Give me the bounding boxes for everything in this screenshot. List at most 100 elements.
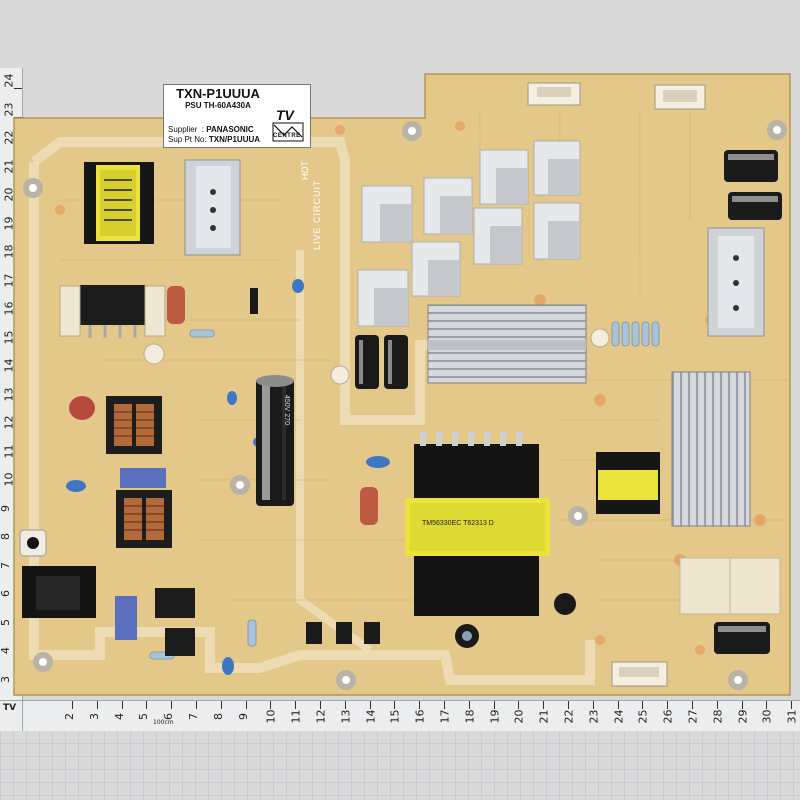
- tv-centre-logo-icon: [272, 122, 304, 142]
- grid-line: [0, 782, 800, 783]
- grid-line: [182, 700, 183, 800]
- grid-line: [403, 700, 404, 800]
- grid-line: [247, 700, 248, 800]
- grid-line: [390, 700, 391, 800]
- ruler-tick: [320, 701, 321, 709]
- ruler-tick: [220, 701, 222, 709]
- ruler-corner: TV: [0, 700, 23, 731]
- grid-line: [416, 700, 417, 800]
- grid-line: [767, 700, 768, 800]
- ruler-tick: [121, 701, 123, 709]
- grid-line: [156, 700, 157, 800]
- grid-line: [104, 700, 105, 800]
- ruler-tick: [493, 701, 495, 709]
- grid-line: [260, 700, 261, 800]
- capacitor-marking: 450V 270: [283, 395, 290, 425]
- part-label-title: TXN-P1UUUA: [176, 86, 260, 101]
- supplier-key: Supplier: [168, 125, 198, 134]
- grid-line: [91, 700, 92, 800]
- logo-tv-text: TV: [276, 107, 294, 123]
- ruler-unit: 100cm: [153, 719, 174, 726]
- grid-line: [13, 700, 14, 800]
- ruler-tick: [617, 701, 619, 709]
- ruler-tick: [344, 701, 346, 709]
- logo-centre-text: CENTRE: [273, 133, 301, 139]
- part-label-subtitle: PSU TH-60A430A: [185, 101, 251, 110]
- grid-line: [507, 700, 508, 800]
- ruler-tick: [245, 701, 247, 709]
- ruler-tick: [146, 701, 148, 709]
- ruler-tick: [14, 116, 22, 118]
- grid-line: [676, 700, 677, 800]
- grid-line: [351, 700, 352, 800]
- grid-line: [793, 700, 794, 800]
- ruler-tick: [741, 701, 743, 709]
- grid-line: [572, 700, 573, 800]
- grid-line: [273, 700, 274, 800]
- ruler-tick: [568, 701, 569, 709]
- ruler-tick: [96, 701, 98, 709]
- part-number-value: TXN/P1UUUA: [208, 135, 261, 144]
- grid-line: [52, 700, 53, 800]
- grid-line: [26, 700, 27, 800]
- ruler-tick: [543, 701, 545, 709]
- ruler-tick: [419, 701, 421, 709]
- grid-line: [585, 700, 586, 800]
- grid-line: [325, 700, 326, 800]
- grid-line: [429, 700, 430, 800]
- ruler-tick: [518, 701, 520, 709]
- grid-line: [377, 700, 378, 800]
- ruler-tick: [369, 701, 371, 709]
- silkscreen-live-circuit: LIVE CIRCUIT: [312, 179, 322, 250]
- grid-line: [780, 700, 781, 800]
- grid-line: [754, 700, 755, 800]
- part-label-card: TXN-P1UUUA PSU TH-60A430A Supplier : PAN…: [163, 84, 311, 148]
- grid-line: [221, 700, 222, 800]
- grid-line: [650, 700, 651, 800]
- supplier-row: Supplier : PANASONIC: [168, 125, 254, 134]
- ruler-tick: [716, 701, 718, 709]
- grid-line: [624, 700, 625, 800]
- transformer-marking: TM56330EC T62313 D: [422, 520, 494, 527]
- ruler-corner-text: TV: [3, 703, 17, 713]
- grid-line: [312, 700, 313, 800]
- grid-line: [715, 700, 716, 800]
- grid-line: [533, 700, 534, 800]
- grid-line: [611, 700, 612, 800]
- grid-line: [0, 756, 800, 757]
- grid-line: [559, 700, 560, 800]
- grid-line: [130, 700, 131, 800]
- ruler-tick: [692, 701, 693, 709]
- ruler-tick: [171, 701, 173, 709]
- grid-line: [546, 700, 547, 800]
- part-number-key: Sup Pt No:: [168, 135, 207, 144]
- grid-line: [663, 700, 664, 800]
- ruler-tick: [196, 701, 197, 709]
- ruler-tick: [270, 701, 272, 709]
- grid-line: [143, 700, 144, 800]
- grid-line: [234, 700, 235, 800]
- ruler-tick: [766, 701, 768, 709]
- grid-line: [637, 700, 638, 800]
- grid-line: [338, 700, 339, 800]
- grid-line: [442, 700, 443, 800]
- grid-line: [741, 700, 742, 800]
- ruler-tick: [468, 701, 470, 709]
- ruler-tick: [791, 701, 793, 709]
- grid-line: [689, 700, 690, 800]
- grid-line: [117, 700, 118, 800]
- ruler-tick: [444, 701, 445, 709]
- grid-line: [702, 700, 703, 800]
- ruler-tick: [14, 88, 22, 89]
- grid-line: [520, 700, 521, 800]
- grid-line: [0, 700, 1, 800]
- grid-line: [195, 700, 196, 800]
- grid-line: [481, 700, 482, 800]
- ruler-tick: [72, 701, 73, 709]
- grid-line: [169, 700, 170, 800]
- grid-line: [78, 700, 79, 800]
- ruler-tick: [667, 701, 669, 709]
- ruler-tick: [642, 701, 644, 709]
